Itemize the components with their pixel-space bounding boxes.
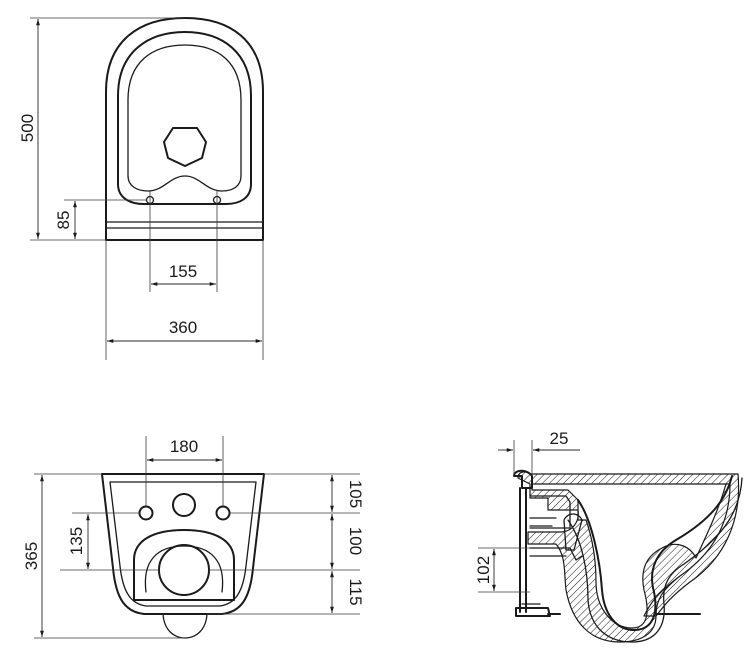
side-section: 25 102 <box>474 429 743 643</box>
rear-view-inlet <box>172 493 196 517</box>
dim-label-365: 365 <box>22 542 41 570</box>
dim-label-180: 180 <box>170 437 198 456</box>
top-view-mount-hole-right <box>212 190 222 210</box>
dim-label-105: 105 <box>346 480 365 508</box>
rear-view: 180 365 135 105 100 115 <box>22 436 365 639</box>
dim-label-85: 85 <box>54 211 73 230</box>
rear-view-outlet <box>158 544 210 596</box>
rear-view-foot <box>162 613 208 639</box>
dim-label-155: 155 <box>169 262 197 281</box>
side-section-inner-bowl <box>577 475 733 631</box>
dim-label-135: 135 <box>67 527 86 555</box>
top-view: 500 85 155 360 <box>18 17 264 360</box>
dim-label-102: 102 <box>474 556 493 584</box>
rear-view-mount-hole-left <box>138 505 154 521</box>
dim-label-360: 360 <box>169 318 197 337</box>
rear-view-mount-hole-right <box>215 505 231 521</box>
dim-label-100: 100 <box>346 527 365 555</box>
side-section-outlet <box>515 607 551 617</box>
top-view-drain <box>163 127 207 167</box>
top-view-mount-hole-left <box>145 190 155 210</box>
rear-view-outlet-ring <box>133 529 235 601</box>
dim-label-500: 500 <box>18 114 37 142</box>
top-view-rear-band <box>105 221 264 229</box>
top-view-bowl-opening <box>127 44 242 192</box>
rear-view-inner-outline <box>109 481 257 607</box>
top-view-inner-rim <box>117 31 252 205</box>
dim-label-25: 25 <box>550 429 569 448</box>
top-view-bowl-outline <box>105 17 264 241</box>
side-section-bowl-wall <box>517 471 740 643</box>
dim-label-115: 115 <box>346 578 365 605</box>
